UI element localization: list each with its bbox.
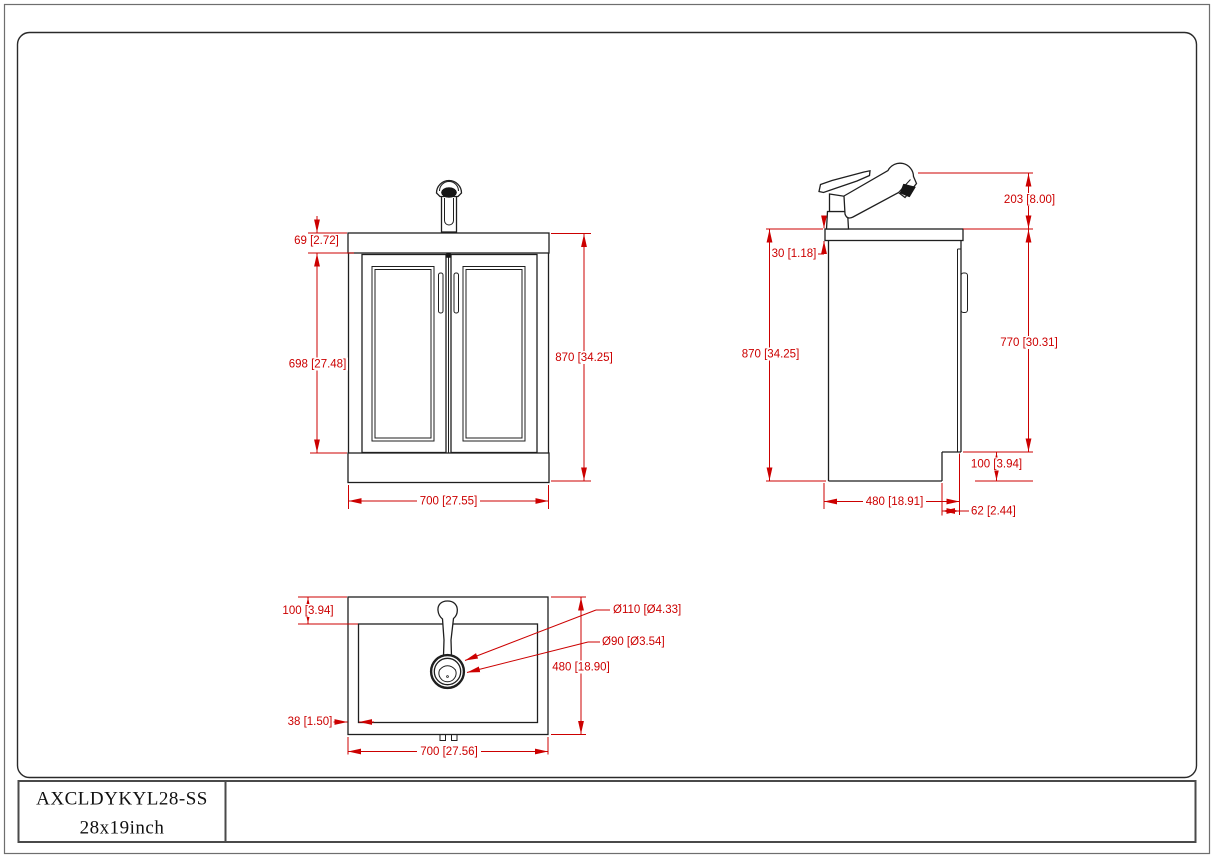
top-dim-faucet-hole-inner: Ø90 [Ø3.54] [602,636,665,648]
side-faucet-aerator [899,183,916,198]
title-block-size: 28x19inch [80,818,165,839]
top-faucet [429,600,466,690]
top-dim-rim-side: 38 [1.50] [288,716,333,728]
front-dimensions: 69 [2.72] 698 [27.48] 870 [34.25] 700 [2… [287,216,615,509]
title-block-model: AXCLDYKYL28-SS [36,789,208,810]
side-door-handle [960,272,968,313]
side-dim-toe-kick-depth: 62 [2.44] [971,506,1016,518]
front-left-door-handle [438,272,444,314]
side-faucet-spout [843,162,918,219]
front-dim-total-height: 870 [34.25] [555,352,613,364]
front-dim-counter-height: 69 [2.72] [294,235,339,247]
top-dim-faucet-hole-outer: Ø110 [Ø4.33] [613,604,681,616]
front-right-door-handle [453,272,459,314]
front-view: 69 [2.72] 698 [27.48] 870 [34.25] 700 [2… [287,179,615,509]
front-right-door [450,253,538,454]
top-faucet-hole-outer [429,653,466,690]
side-cabinet-outline [824,228,968,482]
side-view: 203 [8.00] 30 [1.18] 870 [34.25] 770 [30… [740,162,1060,518]
side-dim-depth: 480 [18.91] [866,496,924,508]
side-faucet-lever [818,169,871,194]
top-view: 100 [3.94] 38 [1.50] 480 [18.90] 700 [27… [280,596,681,758]
side-dim-faucet-height: 203 [8.00] [1004,194,1055,206]
top-dim-rim-front: 100 [3.94] [282,605,333,617]
front-left-door [361,253,447,454]
side-faucet [818,162,918,230]
side-dim-counter-thickness: 30 [1.18] [772,248,817,260]
top-faucet-hole-inner [433,657,462,686]
side-dim-total-height: 870 [34.25] [742,349,800,361]
side-dim-body-height: 770 [30.31] [1000,337,1058,349]
top-dimensions: 100 [3.94] 38 [1.50] 480 [18.90] 700 [27… [280,596,681,758]
front-dim-door-height: 698 [27.48] [289,359,347,371]
front-dim-width: 700 [27.55] [420,496,478,508]
sheet-border [3,3,1211,855]
front-cabinet-outline [347,232,550,484]
side-dim-toe-kick-height: 100 [3.94] [971,459,1022,471]
top-dim-width: 700 [27.56] [420,746,478,758]
side-dimensions: 203 [8.00] 30 [1.18] 870 [34.25] 770 [30… [740,172,1060,518]
front-faucet [435,179,463,233]
title-block: AXCLDYKYL28-SS 28x19inch [17,780,1197,843]
top-dim-depth: 480 [18.90] [552,662,610,674]
